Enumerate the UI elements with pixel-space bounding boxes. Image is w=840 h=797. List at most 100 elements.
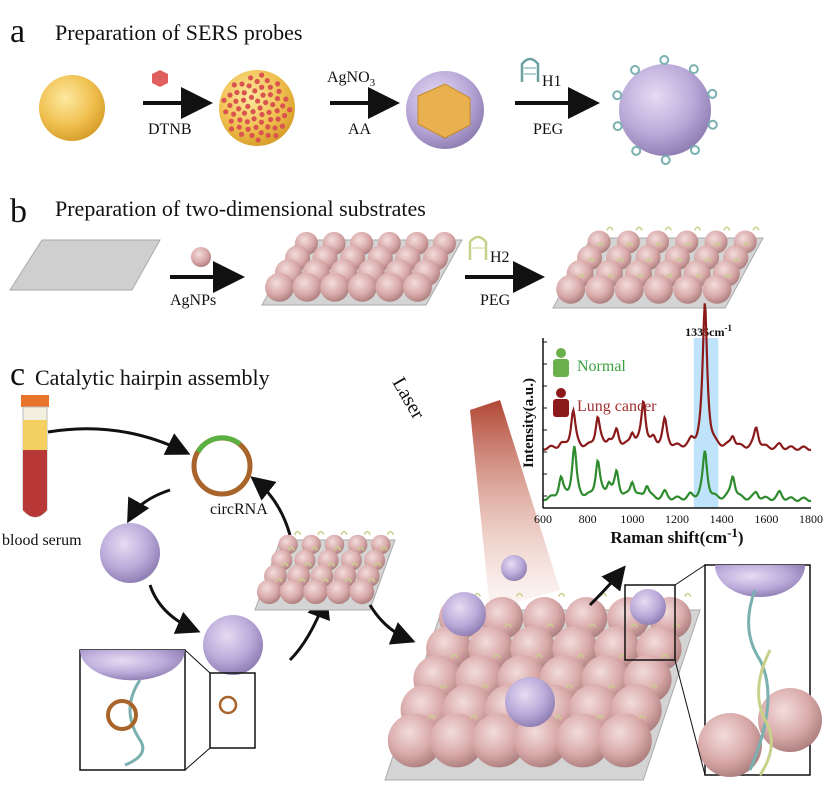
small-circrna <box>218 695 238 715</box>
zoom-line <box>184 747 211 771</box>
hairpin-h2 <box>577 273 586 278</box>
hairpin-h2 <box>321 578 329 583</box>
agnp-sphere <box>280 579 305 605</box>
x-tick-label: 600 <box>534 512 552 526</box>
hairpin-h2 <box>661 653 669 659</box>
step-h1-label: H1 <box>542 73 562 90</box>
zoom-line <box>674 564 706 586</box>
hairpin-h2 <box>684 592 692 597</box>
hairpin-h2 <box>380 546 388 551</box>
agnp-sphere <box>320 272 350 302</box>
laser-label: Laser <box>388 374 429 424</box>
hairpin-h2 <box>304 562 312 567</box>
hairpin-h1 <box>707 119 718 130</box>
hairpin-h2 <box>281 562 289 567</box>
detection-substrate <box>384 592 701 781</box>
dtnb-dot <box>231 82 237 88</box>
dtnb-dot <box>254 78 260 85</box>
agnp-sphere <box>278 534 298 555</box>
zoom-line <box>674 659 706 776</box>
hairpin-h2 <box>554 715 562 720</box>
x-tick-label: 1200 <box>665 512 689 526</box>
dtnb-dot <box>239 81 245 87</box>
hairpin-h1 <box>631 145 642 156</box>
dtnb-dot <box>272 125 278 131</box>
dtnb-dot <box>287 107 293 113</box>
agnp-sphere <box>429 713 484 768</box>
hairpin-h2 <box>515 592 524 597</box>
hairpin-h2 <box>672 623 681 628</box>
y-axis-label: Intensity(a.u.) <box>521 378 537 468</box>
agnp-sphere <box>598 713 652 768</box>
dtnb-dot <box>253 124 259 130</box>
agnp-sphere <box>643 274 673 304</box>
dtnb-dot <box>240 97 247 103</box>
agnp-sphere <box>347 534 368 555</box>
dtnb-dot <box>245 126 251 132</box>
laser-beam <box>470 400 560 610</box>
hairpin-h2 <box>630 623 639 628</box>
agnp-sphere <box>375 272 405 302</box>
legend-person-icon <box>553 348 569 377</box>
sers-probe <box>619 64 711 156</box>
dtnb-dot <box>280 103 286 109</box>
hairpin-h2 <box>367 578 376 583</box>
bound-probe <box>505 677 555 727</box>
hairpin-h2 <box>625 242 634 247</box>
dtnb-dot <box>279 123 285 129</box>
hairpin-h2 <box>638 715 647 720</box>
zoom-agnp <box>698 713 762 777</box>
hairpin-h2 <box>733 258 741 263</box>
zoom-probe-cap <box>80 650 185 681</box>
dtnb-dot <box>221 97 227 103</box>
gold-nanoparticle <box>39 75 105 141</box>
dtnb-dot <box>265 124 271 130</box>
hairpin-h1-icon <box>520 57 540 82</box>
dtnb-dot <box>267 84 273 90</box>
dtnb-dot <box>266 109 272 115</box>
agnp-sphere <box>349 579 375 605</box>
hairpin-h2 <box>752 226 760 231</box>
hairpin-h1 <box>612 121 623 132</box>
dtnb-dot <box>227 92 233 98</box>
hairpin-h2 <box>607 273 615 278</box>
dtnb-dot <box>283 96 289 102</box>
dtnb-dot <box>252 88 258 94</box>
panel-c-letter: c <box>10 356 25 393</box>
zoom-agnp <box>758 688 822 752</box>
dtnb-molecule-icon <box>152 70 168 87</box>
arrow-to-circrna <box>47 427 191 455</box>
hairpin-h2 <box>327 562 336 567</box>
agnp-sphere <box>556 713 610 768</box>
probe-hairpins <box>612 55 718 165</box>
panel-a-title: Preparation of SERS probes <box>55 20 302 45</box>
dtnb-dot <box>241 110 248 116</box>
circrna-binding-region <box>195 435 242 454</box>
dtnb-dot <box>259 72 265 78</box>
bound-probe <box>442 592 486 636</box>
hairpin-h2 <box>293 530 302 536</box>
agnp-sphere <box>256 579 282 605</box>
small-box-detection <box>624 584 676 661</box>
hairpin-h2 <box>557 592 566 597</box>
series-lung-cancer <box>542 303 812 452</box>
hairpin-h2 <box>287 546 296 551</box>
hairpin-h2 <box>693 226 702 231</box>
dtnb-dot <box>275 116 281 122</box>
blood-serum-label: blood serum <box>2 532 82 549</box>
dtnb-dot <box>264 77 270 84</box>
hairpin-h2 <box>616 258 624 263</box>
dtnb-dot <box>259 111 265 118</box>
blood-tube-icon <box>21 395 49 518</box>
bound-probe <box>501 555 527 581</box>
dtnb-dot <box>236 124 242 130</box>
hairpin-h2 <box>350 562 359 567</box>
dtnb-dot <box>248 94 255 100</box>
bare-substrate <box>9 239 161 291</box>
hairpin-h2 <box>546 623 554 628</box>
dtnb-dot <box>236 106 242 112</box>
agnp-sphere <box>371 534 391 555</box>
agnp-sphere <box>347 272 377 302</box>
